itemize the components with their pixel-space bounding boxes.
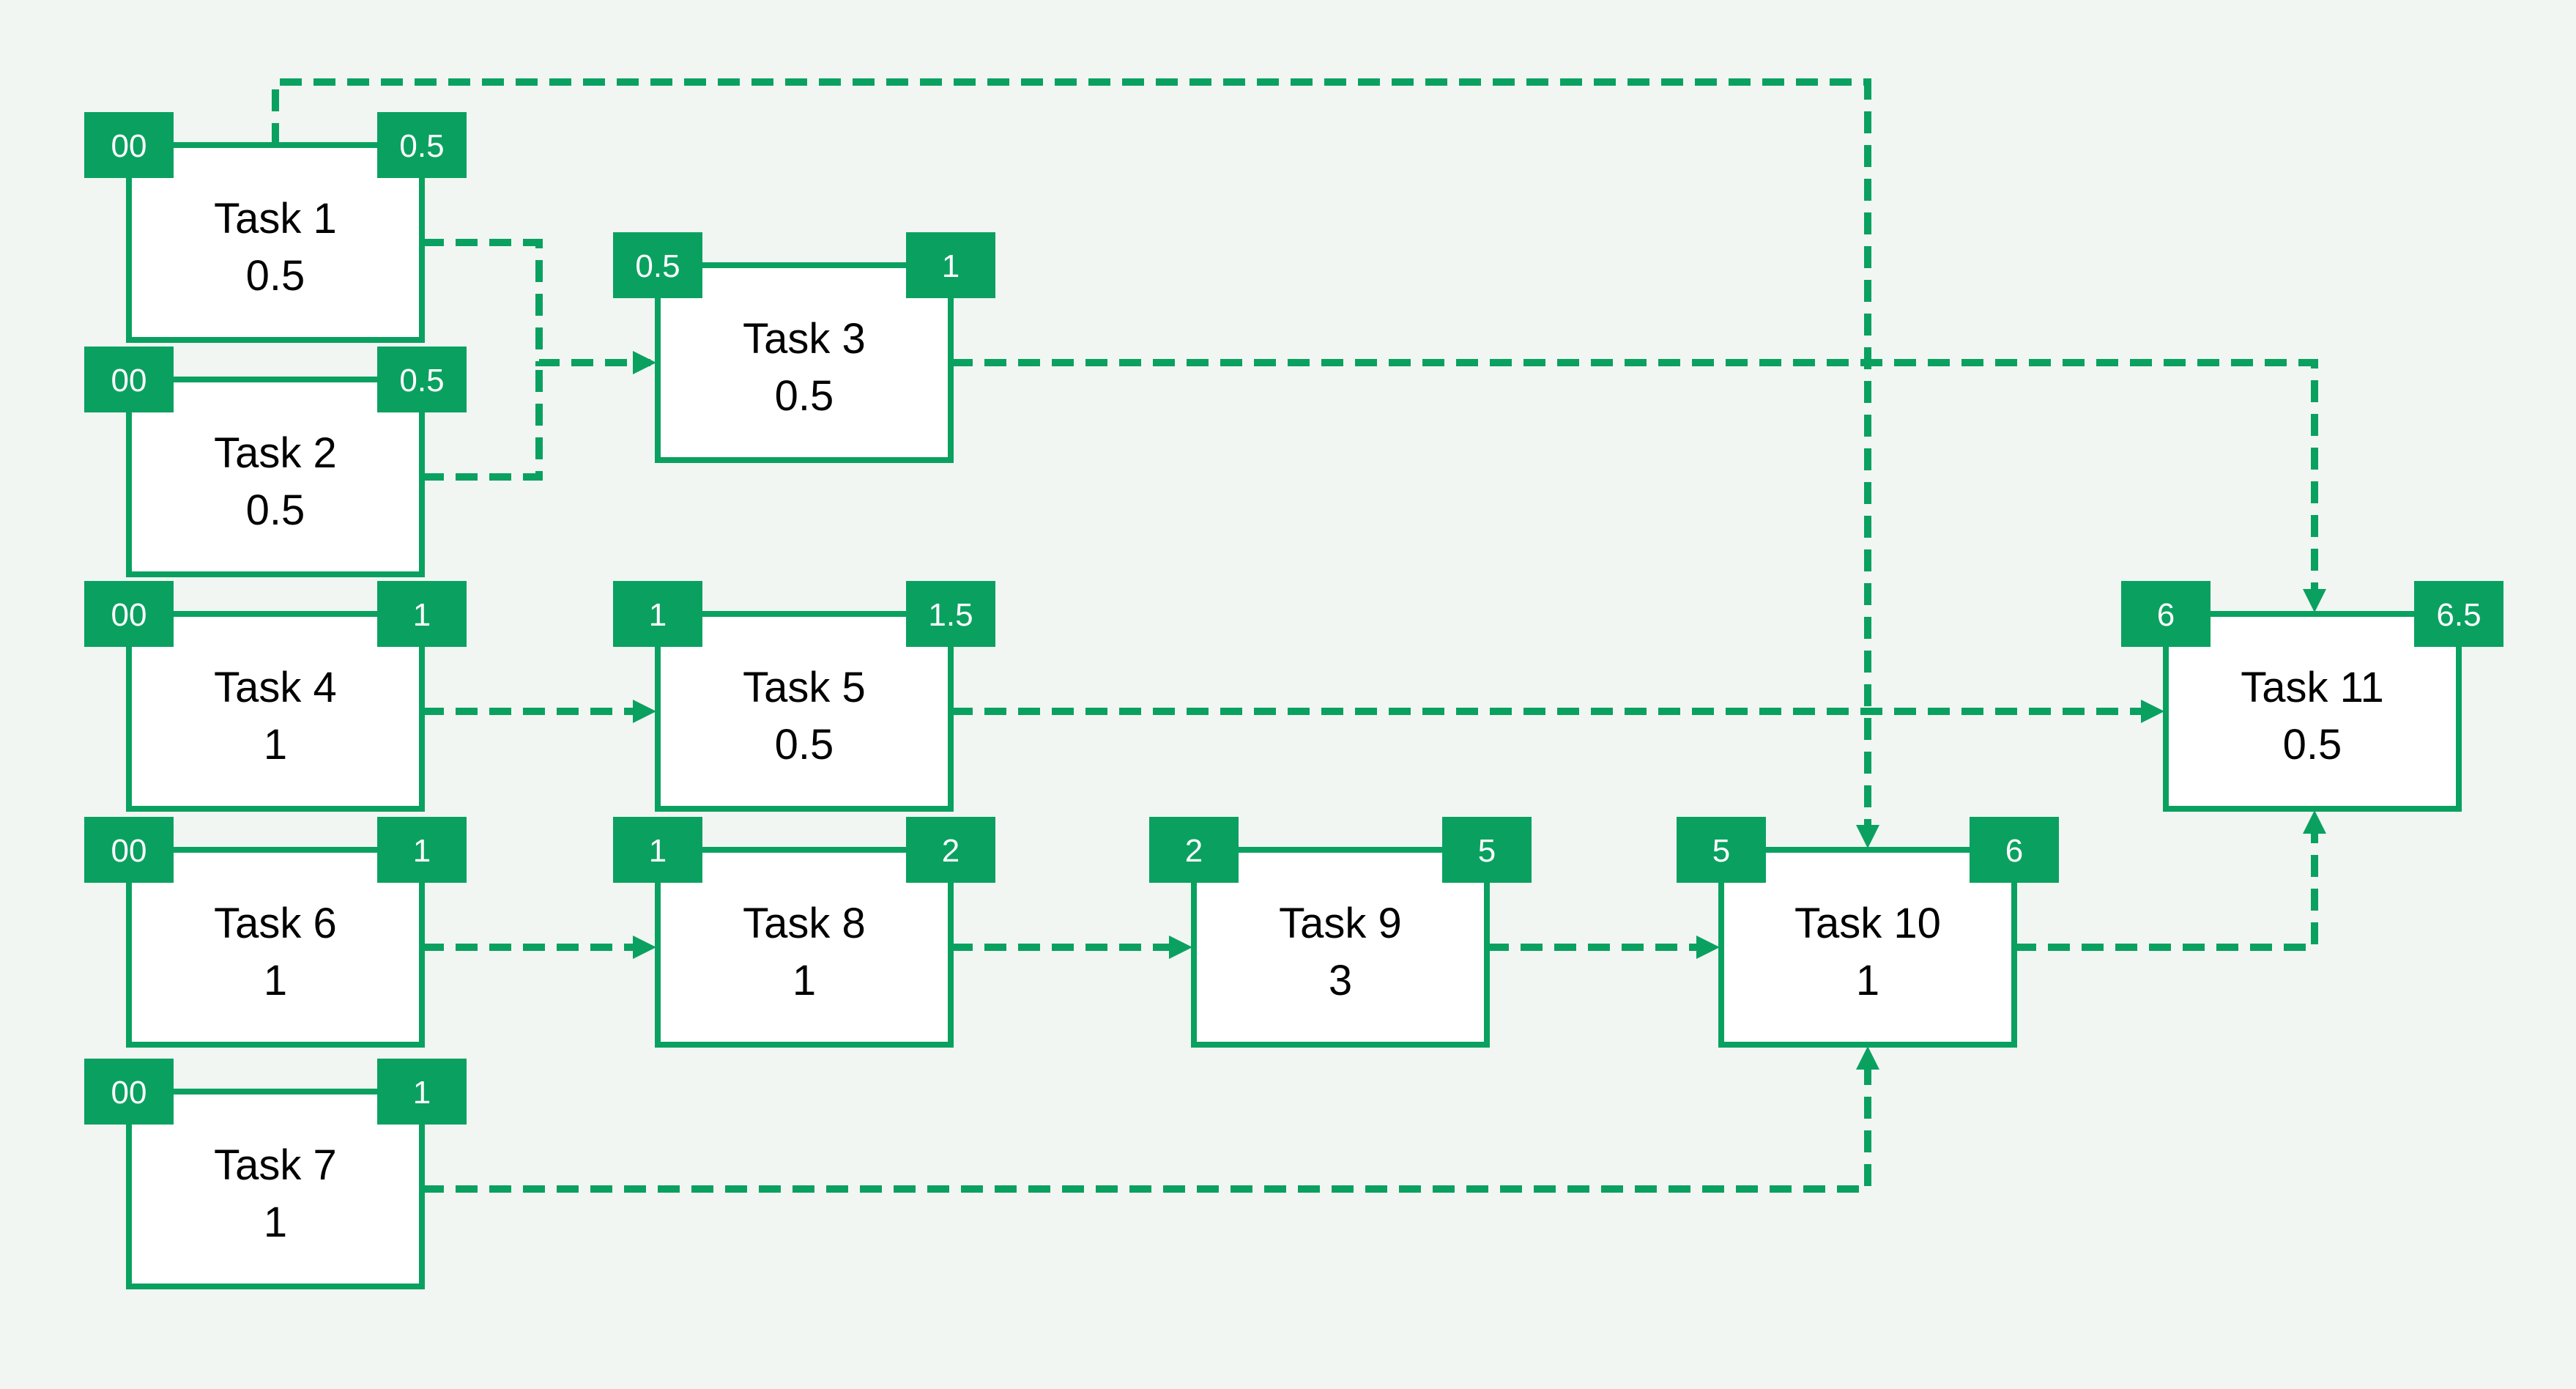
start-badge-value: 00 (111, 1075, 147, 1111)
task-duration: 1 (264, 957, 287, 1004)
start-badge-value: 00 (111, 833, 147, 869)
end-badge (1970, 817, 2059, 883)
task-label: Task 7 (214, 1141, 337, 1189)
start-badge (84, 581, 174, 647)
end-badge-value: 1 (413, 833, 431, 869)
task-label: Task 6 (214, 900, 337, 947)
start-badge (613, 232, 702, 298)
start-badge-value: 1 (649, 833, 667, 869)
start-badge (84, 1059, 174, 1125)
start-badge-value: 00 (111, 597, 147, 633)
end-badge-value: 1.5 (928, 597, 973, 633)
end-badge (906, 581, 995, 647)
end-badge-value: 6 (2005, 833, 2023, 869)
start-badge (84, 817, 174, 883)
end-badge-value: 1 (942, 248, 959, 284)
task-box (126, 611, 425, 812)
task-label: Task 3 (743, 315, 866, 363)
task-label: Task 11 (2241, 664, 2384, 711)
start-badge-value: 1 (649, 597, 667, 633)
start-badge-value: 0.5 (635, 248, 680, 284)
task-duration: 1 (264, 1199, 287, 1246)
start-badge (613, 817, 702, 883)
task-duration: 0.5 (246, 252, 305, 300)
dependency-edge-task7-task10 (422, 1045, 1880, 1193)
task-box (1718, 847, 2017, 1048)
end-badge-value: 2 (942, 833, 959, 869)
task-label: Task 5 (743, 664, 866, 711)
task-box (655, 611, 954, 812)
end-badge (377, 347, 467, 412)
task-box (1191, 847, 1490, 1048)
start-badge-value: 00 (111, 128, 147, 164)
task-box (126, 377, 425, 577)
task-duration: 0.5 (246, 486, 305, 534)
end-badge-value: 5 (1478, 833, 1496, 869)
task-label: Task 1 (214, 195, 337, 242)
start-badge (84, 112, 174, 178)
start-badge (2121, 581, 2211, 647)
end-badge-value: 1 (413, 1075, 431, 1111)
end-badge (377, 1059, 467, 1125)
dependency-edges-layer (272, 78, 2327, 1193)
start-badge (1677, 817, 1766, 883)
start-badge (1149, 817, 1239, 883)
task-duration: 1 (1856, 957, 1879, 1004)
task-box (126, 142, 425, 343)
end-badge-value: 0.5 (399, 128, 444, 164)
task-duration: 1 (264, 721, 287, 768)
end-badge (377, 112, 467, 178)
end-badge (906, 817, 995, 883)
start-badge-value: 6 (2157, 597, 2175, 633)
task-duration: 1 (793, 957, 816, 1004)
end-badge (377, 581, 467, 647)
task-box (126, 847, 425, 1048)
start-badge-value: 2 (1185, 833, 1203, 869)
task-box (126, 1089, 425, 1289)
start-badge-value: 5 (1712, 833, 1730, 869)
task-box (655, 262, 954, 463)
end-badge-value: 6.5 (2436, 597, 2481, 633)
dependency-edge-task3-task11 (951, 359, 2327, 613)
task-duration: 0.5 (2283, 721, 2342, 768)
task-label: Task 8 (743, 900, 866, 947)
end-badge (906, 232, 995, 298)
end-badge (2414, 581, 2503, 647)
end-badge-value: 0.5 (399, 363, 444, 399)
start-badge-value: 00 (111, 363, 147, 399)
start-badge (84, 347, 174, 412)
task-box (2163, 611, 2462, 812)
task-label: Task 4 (214, 664, 337, 711)
dependency-edge-task1-task3 (422, 239, 657, 375)
task-duration: 0.5 (775, 372, 834, 420)
dependency-edge-task1-task10 (272, 78, 1880, 849)
task-label: Task 10 (1794, 900, 1941, 947)
task-label: Task 9 (1279, 900, 1402, 947)
task-label: Task 2 (214, 429, 337, 477)
end-badge (1442, 817, 1532, 883)
task-duration: 0.5 (775, 721, 834, 768)
dependency-edge-task2-task3 (422, 363, 543, 481)
dependency-edge-task10-task11 (2014, 810, 2327, 951)
start-badge (613, 581, 702, 647)
end-badge-value: 1 (413, 597, 431, 633)
task-duration: 3 (1329, 957, 1352, 1004)
end-badge (377, 817, 467, 883)
task-box (655, 847, 954, 1048)
